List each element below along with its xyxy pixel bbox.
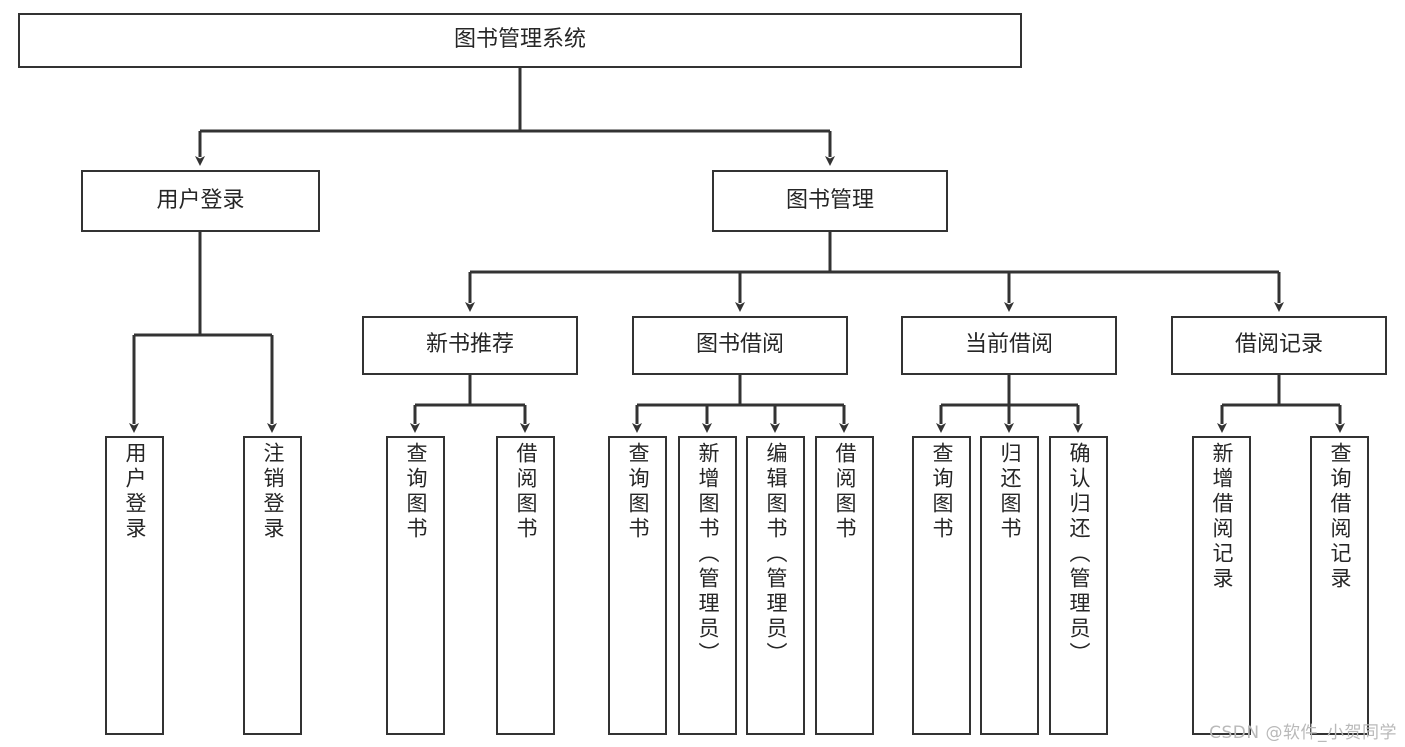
node-leaf-query-record-label: 查询借阅记录: [1328, 442, 1352, 592]
node-leaf-query-book-2[interactable]: 查询图书: [608, 436, 667, 735]
node-user-login-label: 用户登录: [156, 187, 245, 213]
node-leaf-confirm-return[interactable]: 确认归还（管理员）: [1049, 436, 1108, 735]
node-leaf-borrow-book-2[interactable]: 借阅图书: [815, 436, 874, 735]
node-current-borrow[interactable]: 当前借阅: [901, 316, 1117, 375]
node-book-borrow[interactable]: 图书借阅: [632, 316, 848, 375]
node-leaf-query-book-1[interactable]: 查询图书: [386, 436, 445, 735]
node-root-system[interactable]: 图书管理系统: [18, 13, 1022, 68]
node-leaf-confirm-return-label: 确认归还（管理员）: [1067, 442, 1091, 667]
node-leaf-query-book-1-label: 查询图书: [404, 442, 428, 542]
node-leaf-edit-book-label: 编辑图书（管理员）: [764, 442, 788, 667]
node-leaf-logout-login[interactable]: 注销登录: [243, 436, 302, 735]
node-book-management[interactable]: 图书管理: [712, 170, 948, 232]
node-new-book-recommend-label: 新书推荐: [425, 332, 514, 358]
node-borrow-record-label: 借阅记录: [1234, 332, 1323, 358]
node-leaf-user-login[interactable]: 用户登录: [105, 436, 164, 735]
node-leaf-query-book-3[interactable]: 查询图书: [912, 436, 971, 735]
node-new-book-recommend[interactable]: 新书推荐: [362, 316, 578, 375]
node-book-management-label: 图书管理: [785, 187, 874, 213]
node-leaf-user-login-label: 用户登录: [123, 442, 147, 542]
node-leaf-query-book-2-label: 查询图书: [626, 442, 650, 542]
node-book-borrow-label: 图书借阅: [695, 332, 784, 358]
node-leaf-return-book[interactable]: 归还图书: [980, 436, 1039, 735]
node-root-system-label: 图书管理系统: [453, 27, 586, 53]
node-leaf-add-record[interactable]: 新增借阅记录: [1192, 436, 1251, 735]
node-leaf-query-book-3-label: 查询图书: [930, 442, 954, 542]
node-leaf-return-book-label: 归还图书: [998, 442, 1022, 542]
node-leaf-logout-login-label: 注销登录: [261, 442, 285, 542]
node-leaf-add-book[interactable]: 新增图书（管理员）: [678, 436, 737, 735]
node-current-borrow-label: 当前借阅: [964, 332, 1053, 358]
node-leaf-query-record[interactable]: 查询借阅记录: [1310, 436, 1369, 735]
node-leaf-add-record-label: 新增借阅记录: [1210, 442, 1234, 592]
node-leaf-borrow-book-1[interactable]: 借阅图书: [496, 436, 555, 735]
node-leaf-borrow-book-2-label: 借阅图书: [833, 442, 857, 542]
node-leaf-edit-book[interactable]: 编辑图书（管理员）: [746, 436, 805, 735]
node-leaf-add-book-label: 新增图书（管理员）: [696, 442, 720, 667]
node-leaf-borrow-book-1-label: 借阅图书: [514, 442, 538, 542]
node-user-login[interactable]: 用户登录: [81, 170, 320, 232]
node-borrow-record[interactable]: 借阅记录: [1171, 316, 1387, 375]
